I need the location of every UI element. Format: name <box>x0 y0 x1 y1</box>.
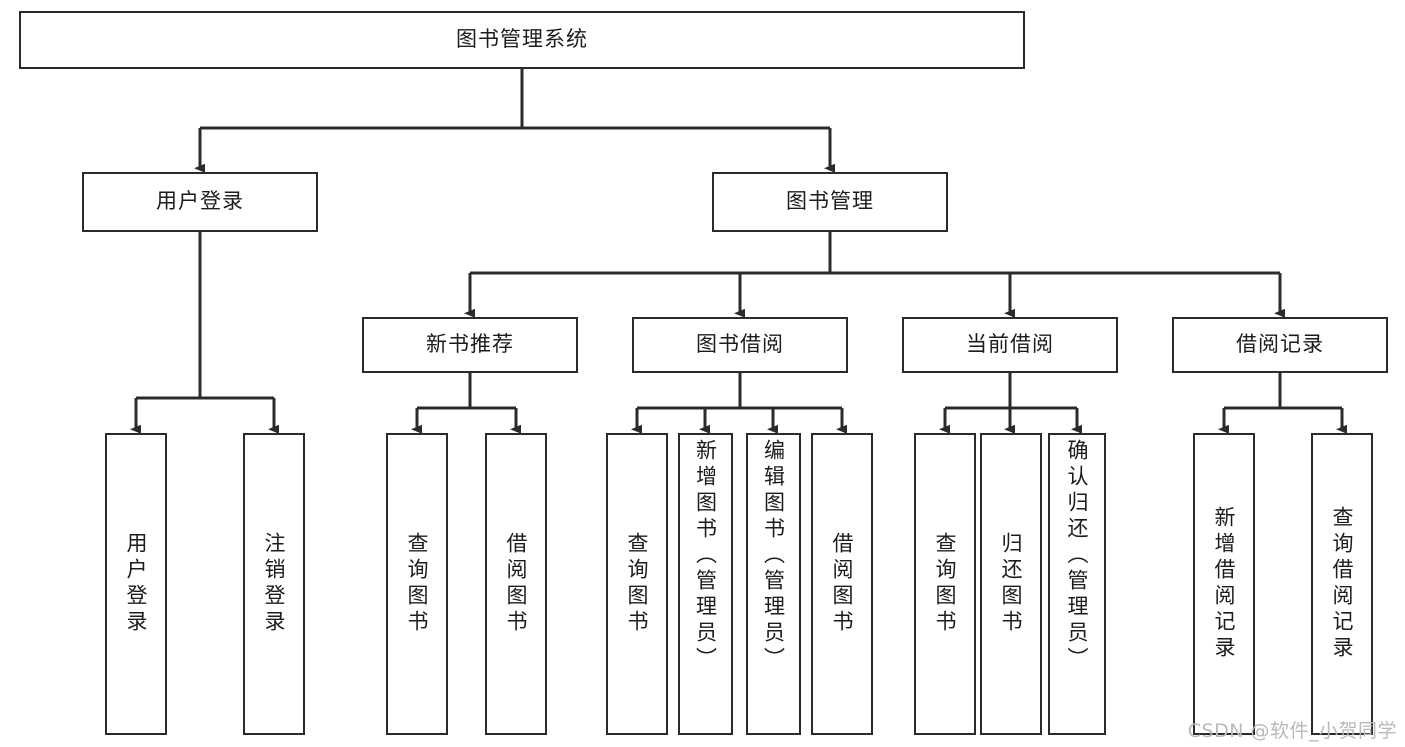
leaf-logout-label: 注销登录 <box>262 532 287 636</box>
leaf-query-book-2-label: 查询图书 <box>625 532 650 636</box>
node-new-book-recommend-label: 新书推荐 <box>426 332 514 357</box>
leaf-query-book-1[interactable]: 查询图书 <box>386 433 448 735</box>
leaf-edit-book[interactable]: 编辑图书（管理员） <box>746 433 801 735</box>
leaf-user-login[interactable]: 用户登录 <box>105 433 167 735</box>
leaf-logout[interactable]: 注销登录 <box>243 433 305 735</box>
node-book-borrow-label: 图书借阅 <box>696 332 784 357</box>
node-new-book-recommend[interactable]: 新书推荐 <box>362 317 578 373</box>
leaf-confirm-return[interactable]: 确认归还（管理员） <box>1048 433 1106 735</box>
node-book-management-label: 图书管理 <box>786 189 874 214</box>
leaf-borrow-book-2[interactable]: 借阅图书 <box>811 433 873 735</box>
leaf-add-book-label: 新增图书（管理员） <box>693 439 718 673</box>
node-book-management[interactable]: 图书管理 <box>712 172 948 232</box>
leaf-borrow-book-2-label: 借阅图书 <box>830 532 855 636</box>
node-current-borrow-label: 当前借阅 <box>966 332 1054 357</box>
leaf-query-book-3[interactable]: 查询图书 <box>914 433 976 735</box>
leaf-query-book-1-label: 查询图书 <box>405 532 430 636</box>
leaf-add-record-label: 新增借阅记录 <box>1212 506 1237 662</box>
leaf-borrow-book-1[interactable]: 借阅图书 <box>485 433 547 735</box>
leaf-edit-book-label: 编辑图书（管理员） <box>761 439 786 673</box>
node-user-login[interactable]: 用户登录 <box>82 172 318 232</box>
node-user-login-label: 用户登录 <box>156 189 244 214</box>
leaf-return-book[interactable]: 归还图书 <box>980 433 1042 735</box>
leaf-add-record[interactable]: 新增借阅记录 <box>1193 433 1255 735</box>
leaf-query-book-2[interactable]: 查询图书 <box>606 433 668 735</box>
node-borrow-record[interactable]: 借阅记录 <box>1172 317 1388 373</box>
node-root[interactable]: 图书管理系统 <box>19 11 1025 69</box>
leaf-borrow-book-1-label: 借阅图书 <box>504 532 529 636</box>
leaf-return-book-label: 归还图书 <box>999 532 1024 636</box>
node-borrow-record-label: 借阅记录 <box>1236 332 1324 357</box>
node-book-borrow[interactable]: 图书借阅 <box>632 317 848 373</box>
leaf-query-record-label: 查询借阅记录 <box>1330 506 1355 662</box>
leaf-user-login-label: 用户登录 <box>124 532 149 636</box>
leaf-confirm-return-label: 确认归还（管理员） <box>1065 439 1090 673</box>
node-current-borrow[interactable]: 当前借阅 <box>902 317 1118 373</box>
leaf-query-book-3-label: 查询图书 <box>933 532 958 636</box>
leaf-query-record[interactable]: 查询借阅记录 <box>1311 433 1373 735</box>
node-root-label: 图书管理系统 <box>456 27 588 52</box>
leaf-add-book[interactable]: 新增图书（管理员） <box>678 433 733 735</box>
